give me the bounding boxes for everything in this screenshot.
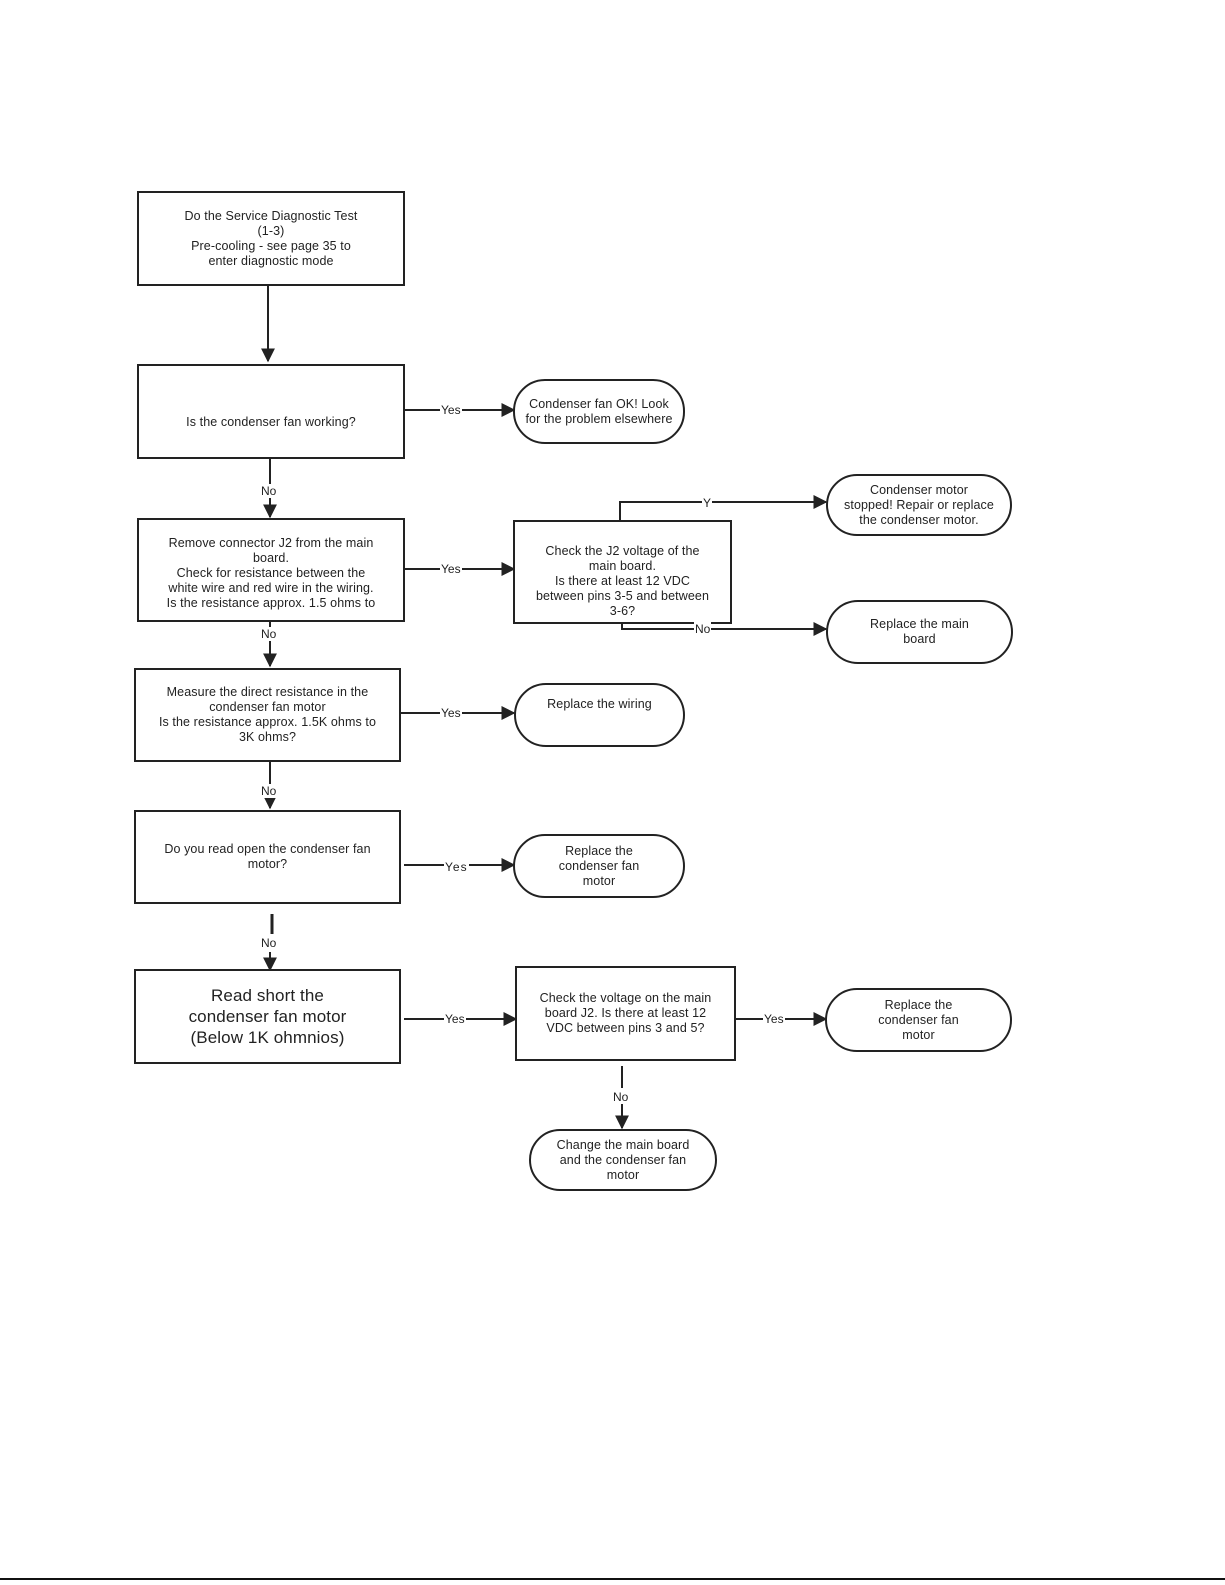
label-measure-no: No [260,784,278,798]
read-short-text: Read short the condenser fan motor (Belo… [188,986,347,1047]
start-text: Do the Service Diagnostic Test (1-3) Pre… [184,208,358,268]
remove-j2-text: Remove connector J2 from the main board.… [166,536,376,610]
check-j2-voltage-text: Check the J2 voltage of the main board. … [535,544,710,618]
label-measure-yes: Yes [440,706,462,720]
page-bottom-rule [0,1578,1225,1580]
connector-check-j2-y [619,495,828,520]
motor-stopped-text: Condenser motor stopped! Repair or repla… [844,482,994,527]
label-check-voltage-yes: Yes [763,1012,785,1026]
read-short-box: Read short the condenser fan motor (Belo… [134,969,401,1064]
fan-working-box: Is the condenser fan working? [137,364,405,459]
replace-main-board-terminal: Replace the main board [826,600,1013,664]
replace-motor-text-1: Replace the condenser fan motor [558,843,640,888]
replace-motor-text-2: Replace the condenser fan motor [878,997,959,1042]
read-open-box: Do you read open the condenser fan motor… [134,810,401,904]
fan-working-text: Is the condenser fan working? [186,415,356,429]
fan-ok-text: Condenser fan OK! Look for the problem e… [525,396,673,426]
label-read-short-yes: Yes [444,1012,466,1026]
remove-j2-box: Remove connector J2 from the main board.… [137,518,405,622]
measure-resistance-box: Measure the direct resistance in the con… [134,668,401,762]
change-board-motor-terminal: Change the main board and the condenser … [529,1129,717,1191]
label-remove-j2-yes: Yes [440,562,462,576]
measure-resistance-text: Measure the direct resistance in the con… [158,685,377,744]
label-fan-working-yes: Yes [440,403,462,417]
label-remove-j2-no: No [260,627,278,641]
label-read-open-yes: Yes [444,860,469,874]
check-voltage-j2-text: Check the voltage on the main board J2. … [539,991,712,1035]
replace-main-board-text: Replace the main board [870,617,969,646]
change-board-motor-text: Change the main board and the condenser … [556,1137,690,1182]
check-voltage-j2-box: Check the voltage on the main board J2. … [515,966,736,1061]
check-j2-voltage-box: Check the J2 voltage of the main board. … [513,520,732,624]
label-check-j2-y: Y [702,496,713,510]
start-box: Do the Service Diagnostic Test (1-3) Pre… [137,191,405,286]
label-fan-working-no: No [260,484,278,498]
replace-motor-terminal-1: Replace the condenser fan motor [513,834,685,898]
replace-wiring-terminal: Replace the wiring [514,683,685,747]
label-check-j2-no: No [694,622,712,636]
fan-ok-terminal: Condenser fan OK! Look for the problem e… [513,379,685,444]
label-read-open-no: No [260,936,278,950]
read-open-text: Do you read open the condenser fan motor… [164,842,371,871]
replace-motor-terminal-2: Replace the condenser fan motor [825,988,1012,1052]
motor-stopped-terminal: Condenser motor stopped! Repair or repla… [826,474,1012,536]
label-check-voltage-no: No [612,1090,630,1104]
replace-wiring-text: Replace the wiring [547,697,652,711]
